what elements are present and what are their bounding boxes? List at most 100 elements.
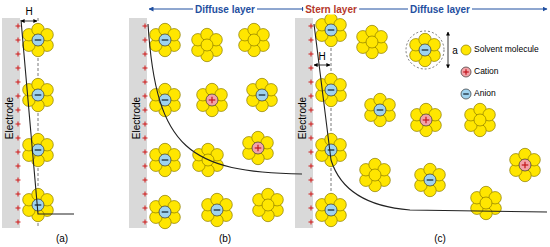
charge-sign bbox=[311, 80, 312, 85]
layer-label: Diffuse layer bbox=[193, 4, 257, 15]
charge-sign bbox=[311, 136, 312, 141]
charge-sign bbox=[311, 94, 312, 99]
cation-symbol bbox=[206, 94, 218, 106]
charge-sign bbox=[145, 38, 146, 43]
electrode-plate bbox=[129, 18, 147, 228]
charge-sign bbox=[18, 52, 19, 57]
charge-sign bbox=[145, 52, 146, 57]
minus-mark bbox=[214, 209, 221, 210]
minus-mark bbox=[259, 94, 266, 95]
charge-sign bbox=[18, 24, 19, 29]
charge-sign bbox=[18, 178, 19, 183]
charge-sign bbox=[18, 220, 19, 225]
minus-mark bbox=[328, 209, 335, 210]
minus-mark bbox=[35, 149, 42, 150]
charge-sign bbox=[145, 192, 146, 197]
solvent-symbol bbox=[474, 114, 486, 126]
minus-mark bbox=[162, 39, 169, 40]
charge-sign bbox=[145, 220, 146, 225]
minus-mark bbox=[427, 179, 434, 180]
anion-symbol bbox=[32, 89, 44, 101]
anion-symbol bbox=[419, 44, 431, 56]
dimension-arrow bbox=[314, 65, 330, 66]
charge-sign bbox=[145, 24, 146, 29]
charge-sign bbox=[18, 136, 19, 141]
minus-mark bbox=[463, 93, 469, 94]
electrode-plate bbox=[295, 18, 313, 228]
cation-symbol bbox=[420, 114, 432, 126]
anion-symbol bbox=[325, 204, 337, 216]
anion-symbol bbox=[325, 84, 337, 96]
anion-symbol bbox=[256, 89, 268, 101]
legend-samples bbox=[461, 45, 471, 99]
charge-sign bbox=[18, 192, 19, 197]
minus-mark bbox=[162, 159, 169, 160]
charge-sign bbox=[311, 192, 312, 197]
anion-symbol bbox=[32, 144, 44, 156]
solvent-symbol bbox=[201, 39, 213, 51]
solvent-symbol bbox=[480, 197, 492, 209]
solvent-symbol bbox=[369, 169, 381, 181]
charge-sign bbox=[311, 108, 312, 113]
minus-mark bbox=[422, 49, 429, 50]
electrode-label: Electrode bbox=[131, 97, 142, 139]
charge-sign bbox=[145, 122, 146, 127]
plus-mark bbox=[465, 69, 466, 75]
minus-mark bbox=[328, 149, 335, 150]
charge-sign bbox=[145, 94, 146, 99]
legend-text: Anion bbox=[474, 89, 496, 98]
charge-sign bbox=[145, 80, 146, 85]
minus-mark bbox=[328, 89, 335, 90]
size-circle bbox=[406, 31, 444, 69]
charge-sign bbox=[18, 38, 19, 43]
solvent-symbol bbox=[262, 199, 274, 211]
charge-sign bbox=[145, 136, 146, 141]
cation-symbol bbox=[461, 67, 471, 77]
charge-sign bbox=[18, 80, 19, 85]
charge-sign bbox=[145, 108, 146, 113]
minus-mark bbox=[35, 39, 42, 40]
minus-mark bbox=[162, 211, 169, 212]
anion-symbol bbox=[325, 24, 337, 36]
panel-label: (b) bbox=[219, 233, 231, 244]
plus-mark bbox=[211, 97, 212, 104]
anion-symbol bbox=[374, 104, 386, 116]
legend-text: Solvent molecule bbox=[474, 45, 539, 54]
minus-mark bbox=[377, 109, 384, 110]
charge-sign bbox=[311, 122, 312, 127]
charge-sign bbox=[18, 206, 19, 211]
charge-sign bbox=[311, 178, 312, 183]
plus-mark bbox=[257, 145, 258, 152]
anion-symbol bbox=[211, 204, 223, 216]
charge-sign bbox=[145, 206, 146, 211]
anion-symbol bbox=[424, 174, 436, 186]
charge-sign bbox=[311, 38, 312, 43]
charge-sign bbox=[311, 220, 312, 225]
electrode-label: Electrode bbox=[4, 97, 15, 139]
charge-sign bbox=[311, 52, 312, 57]
panel-label: (a) bbox=[56, 233, 68, 244]
potential-curve bbox=[314, 24, 547, 212]
charge-group bbox=[16, 24, 314, 225]
charge-sign bbox=[18, 108, 19, 113]
anion-symbol bbox=[32, 34, 44, 46]
legend-text: Cation bbox=[474, 67, 499, 76]
minus-mark bbox=[35, 94, 42, 95]
charge-sign bbox=[18, 66, 19, 71]
solvent-symbol bbox=[366, 36, 378, 48]
potential-curve bbox=[21, 20, 74, 214]
minus-mark bbox=[35, 204, 42, 205]
panel-label: (c) bbox=[434, 233, 446, 244]
charge-sign bbox=[311, 150, 312, 155]
charge-sign bbox=[145, 164, 146, 169]
charge-sign bbox=[145, 150, 146, 155]
solvent-symbol bbox=[248, 34, 260, 46]
size-label: a bbox=[452, 45, 458, 56]
size-arrow bbox=[448, 32, 449, 68]
minus-mark bbox=[328, 29, 335, 30]
anion-symbol bbox=[159, 34, 171, 46]
charge-sign bbox=[145, 66, 146, 71]
molecule-group bbox=[23, 13, 541, 228]
charge-sign bbox=[18, 122, 19, 127]
electrode-plate bbox=[2, 18, 20, 228]
